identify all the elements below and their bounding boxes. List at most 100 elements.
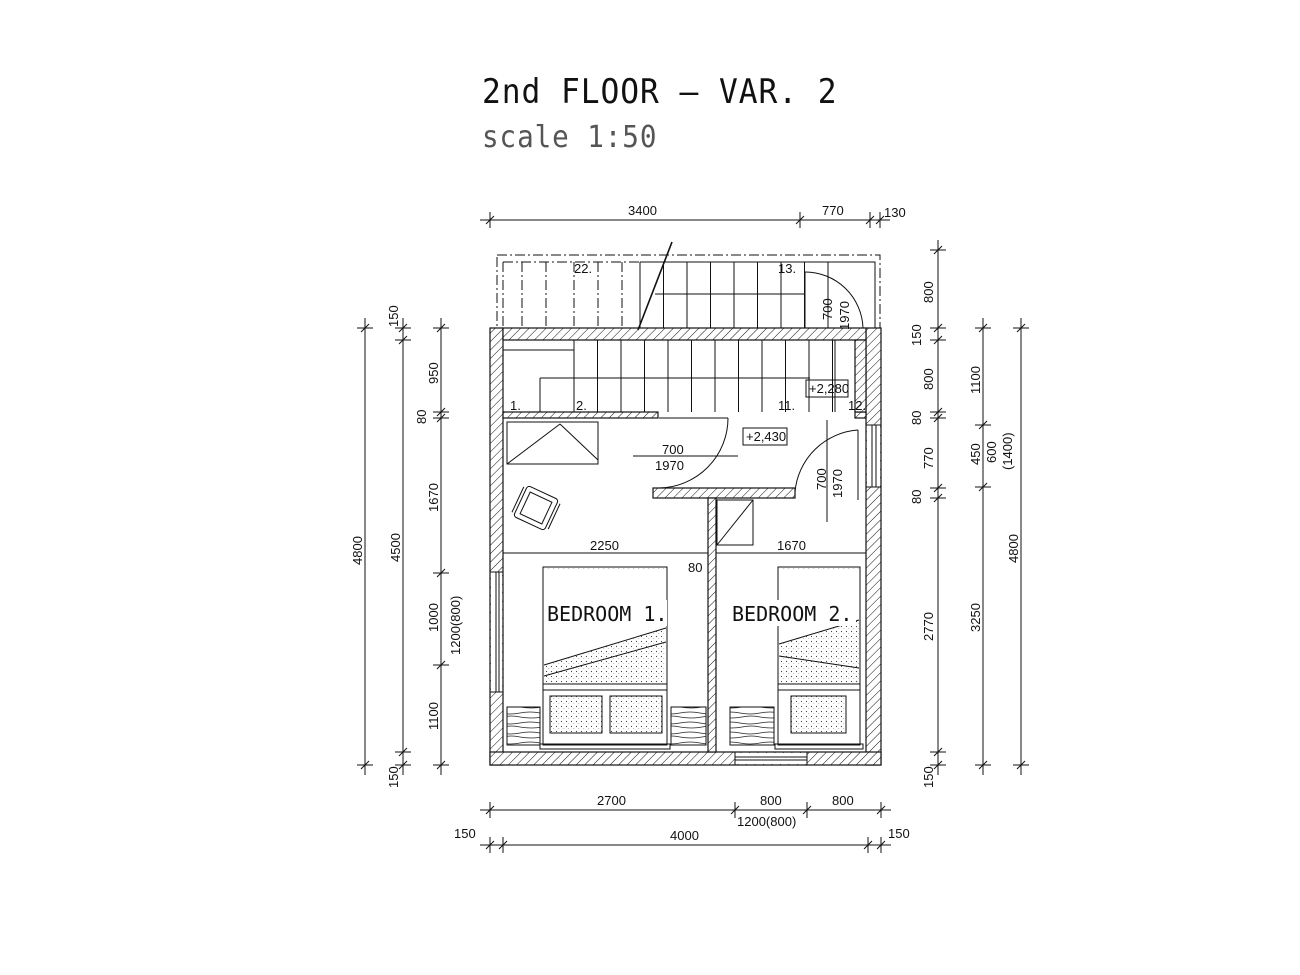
dim-bot-800a: 800: [760, 793, 782, 808]
dim-left-1000: 1000: [426, 603, 441, 632]
door-upper-height: 1970: [837, 301, 852, 330]
door-hall-width: 700: [662, 442, 684, 457]
dimension-tick-v: [398, 323, 408, 333]
level-floor: +2,430: [746, 429, 786, 444]
dim-left-1100: 1100: [426, 702, 441, 730]
dimension-tick-v: [933, 493, 943, 503]
dim-left-1200-800: 1200(800): [448, 596, 463, 655]
dimension-tick-h: [875, 215, 885, 225]
dimension-tick-v: [933, 413, 943, 423]
dim-right-600: 600: [984, 441, 999, 463]
page-title: 2nd FLOOR – VAR. 2: [482, 72, 838, 112]
dim-left-150-top: 150: [386, 305, 401, 327]
dim-bot-150-left: 150: [454, 826, 476, 841]
dimension-tick-h: [876, 840, 886, 850]
dimension-tick-v: [436, 323, 446, 333]
stair-step-12: 12.: [848, 398, 866, 413]
door-right-height: 1970: [830, 469, 845, 498]
dimension-tick-v: [978, 323, 988, 333]
level-box-floor: [742, 427, 788, 446]
dimension-tick-v: [933, 323, 943, 333]
dimension-tick-v: [398, 335, 408, 345]
bed-2: [774, 566, 864, 750]
dimension-tick-h: [865, 215, 875, 225]
door-hall: [658, 417, 729, 489]
dimension-tick-v: [436, 660, 446, 670]
nightstand-1a: [506, 706, 541, 746]
nightstand-1b: [670, 706, 707, 746]
dim-right-4800: 4800: [1006, 534, 1021, 563]
dimension-tick-v: [933, 245, 943, 255]
dim-inner-2250: 2250: [590, 538, 619, 553]
dim-right-80b: 80: [909, 490, 924, 504]
dimension-tick-h: [498, 840, 508, 850]
door-right: [794, 429, 859, 500]
dim-right-150b: 150: [921, 766, 936, 788]
bed-1: [539, 566, 671, 750]
dimension-tick-v: [978, 420, 988, 430]
dim-bot-2700: 2700: [597, 793, 626, 808]
dimension-tick-h: [485, 805, 495, 815]
desk: [506, 421, 599, 465]
dimension-tick-v: [436, 413, 446, 423]
dim-right-150: 150: [909, 324, 924, 346]
dimension-tick-v: [978, 760, 988, 770]
dim-right-1100: 1100: [968, 366, 983, 394]
dimension-tick-h: [876, 805, 886, 815]
door-right-width: 700: [814, 468, 829, 490]
dim-right-3250: 3250: [968, 603, 983, 632]
nightstand-2: [729, 706, 775, 746]
dimension-tick-v: [933, 760, 943, 770]
dimension-tick-v: [360, 323, 370, 333]
stair-cut-line: [637, 241, 673, 331]
dim-top-3400: 3400: [628, 203, 657, 218]
dim-left-4500: 4500: [388, 533, 403, 562]
dim-right-770: 770: [921, 447, 936, 469]
dim-top-130: 130: [884, 205, 906, 220]
stair-step-11: 11.: [778, 398, 795, 413]
dimension-tick-v: [436, 568, 446, 578]
dim-inner-80: 80: [688, 560, 702, 575]
level-box-landing: [805, 379, 849, 398]
dimension-tick-h: [795, 215, 805, 225]
door-upper: [804, 271, 864, 329]
dim-left-950: 950: [426, 362, 441, 384]
stair-treads: [573, 262, 833, 412]
dim-bot-1200-800: 1200(800): [737, 814, 796, 829]
dimension-tick-v: [398, 760, 408, 770]
dim-left-1670: 1670: [426, 483, 441, 512]
dimension-tick-h: [485, 215, 495, 225]
dim-inner-1670: 1670: [777, 538, 806, 553]
dimension-tick-h: [485, 840, 495, 850]
dimension-tick-v: [933, 407, 943, 417]
dimension-tick-v: [978, 482, 988, 492]
room-label-bedroom-2: BEDROOM 2.: [732, 602, 852, 626]
dim-top-770: 770: [822, 203, 844, 218]
door-hall-height: 1970: [655, 458, 684, 473]
interior-walls: [502, 339, 867, 753]
dimension-tick-v: [933, 747, 943, 757]
chair: [511, 485, 561, 531]
dim-bot-4000: 4000: [670, 828, 699, 843]
dim-right-800b: 800: [921, 368, 936, 390]
dim-right-450: 450: [968, 443, 983, 465]
dimension-tick-h: [802, 805, 812, 815]
stair-step-22: 22.: [574, 261, 592, 276]
dim-right-2770: 2770: [921, 612, 936, 641]
dimension-tick-v: [436, 760, 446, 770]
dim-left-4800: 4800: [350, 536, 365, 565]
dimension-tick-v: [436, 407, 446, 417]
stair-step-2: 2.: [576, 398, 587, 413]
dimension-tick-v: [933, 335, 943, 345]
dim-bot-800b: 800: [832, 793, 854, 808]
dim-bot-150-right: 150: [888, 826, 910, 841]
staircase: [496, 254, 881, 412]
room-label-bedroom-1: BEDROOM 1.: [547, 602, 667, 626]
dimension-lines: [357, 212, 1029, 853]
level-landing: +2,280: [809, 381, 849, 396]
dimension-tick-v: [1016, 323, 1026, 333]
stair-step-1: 1.: [510, 398, 521, 413]
dim-right-800: 800: [921, 281, 936, 303]
dimension-tick-h: [730, 805, 740, 815]
